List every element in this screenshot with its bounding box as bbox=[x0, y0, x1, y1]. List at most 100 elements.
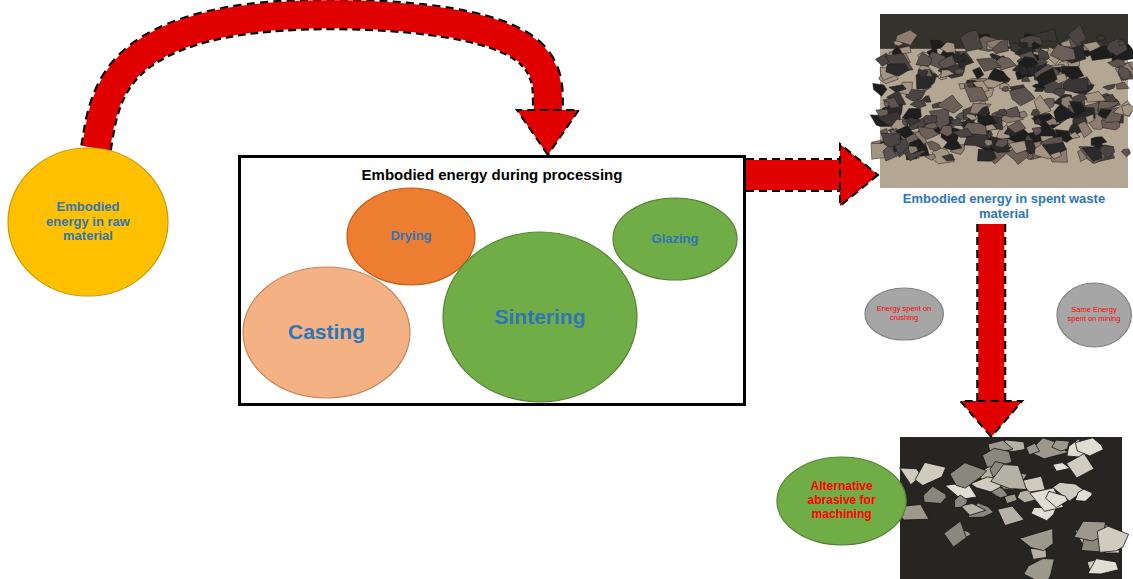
node-label: Drying bbox=[390, 229, 431, 244]
block-arrow bbox=[746, 144, 878, 206]
ellipse-fill bbox=[243, 267, 410, 398]
abrasive-photo bbox=[900, 437, 1122, 579]
abrasive-grain bbox=[923, 486, 946, 503]
text-area: Embodied energy in spent waste material bbox=[878, 190, 1130, 224]
node-label: Sintering bbox=[494, 305, 585, 329]
waste-shard bbox=[909, 139, 927, 154]
abrasive-grain bbox=[1026, 443, 1039, 455]
waste-shard bbox=[1050, 44, 1076, 61]
abrasive-grain bbox=[1088, 559, 1119, 574]
node-label: Embodied energy in raw material bbox=[40, 200, 136, 245]
waste-shard bbox=[978, 149, 997, 161]
arrow-outline bbox=[746, 158, 840, 192]
node-label: Energy spent on crushing bbox=[875, 305, 933, 322]
waste-shard bbox=[1108, 59, 1126, 68]
waste-shard bbox=[939, 126, 952, 137]
arrow-body bbox=[96, 14, 548, 148]
waste-shard bbox=[1082, 146, 1102, 161]
waste-shard bbox=[1050, 152, 1062, 159]
waste-shard bbox=[1007, 120, 1026, 132]
waste-shard bbox=[896, 30, 918, 45]
waste-shard bbox=[1118, 66, 1130, 81]
waste-shard bbox=[1069, 132, 1080, 139]
arrow-body bbox=[978, 224, 1004, 401]
node-label: Glazing bbox=[652, 232, 699, 247]
waste-shard bbox=[1107, 39, 1128, 56]
waste-shard bbox=[950, 118, 964, 126]
text-area: Casting bbox=[266, 287, 386, 379]
waste-shard bbox=[1022, 76, 1030, 82]
energy-note-ellipse: Energy spent on crushing bbox=[865, 288, 943, 340]
node-label: Casting bbox=[288, 320, 365, 344]
waste-shard bbox=[1069, 101, 1085, 116]
waste-shard bbox=[910, 99, 926, 108]
waste-shard bbox=[1098, 109, 1112, 118]
abrasive-grain bbox=[991, 487, 1008, 498]
waste-shard bbox=[966, 114, 977, 121]
waste-shard bbox=[973, 67, 984, 79]
waste-shard bbox=[1019, 66, 1029, 76]
waste-shard bbox=[1037, 68, 1057, 87]
arrow-head bbox=[517, 110, 579, 155]
waste-photo-panel: Embodied energy in spent waste material bbox=[878, 12, 1130, 224]
waste-shard bbox=[1083, 42, 1101, 52]
process-circle: Glazing bbox=[613, 198, 737, 280]
node-label: Same Energy spent on mining bbox=[1066, 306, 1121, 323]
raw-material-circle: Embodied energy in raw material bbox=[8, 148, 168, 296]
text-area: Sintering bbox=[470, 258, 610, 377]
waste-shard bbox=[1035, 87, 1045, 92]
waste-shard bbox=[937, 95, 963, 113]
waste-shard bbox=[906, 118, 921, 126]
ellipse-fill bbox=[347, 188, 475, 285]
waste-shard bbox=[992, 40, 1009, 54]
waste-shard bbox=[1032, 42, 1040, 48]
waste-shard bbox=[960, 30, 983, 51]
waste-shard bbox=[938, 55, 956, 69]
process-circle: Drying bbox=[347, 188, 475, 285]
waste-shard bbox=[927, 141, 941, 151]
block-arrow bbox=[960, 224, 1022, 437]
node-label: Alternative abrasive for machining bbox=[795, 480, 888, 521]
waste-shard bbox=[1019, 111, 1027, 118]
node-label: Embodied energy in spent waste material bbox=[878, 192, 1130, 222]
waste-shard bbox=[873, 83, 887, 96]
text-area: Drying bbox=[365, 203, 457, 271]
waste-shard bbox=[1009, 141, 1027, 154]
energy-note-ellipse: Same Energy spent on mining bbox=[1057, 283, 1131, 347]
abrasive-grain bbox=[1075, 489, 1092, 501]
arrow-head bbox=[960, 401, 1022, 437]
waste-shard bbox=[1019, 36, 1042, 49]
waste-shard bbox=[923, 116, 937, 125]
waste-shard bbox=[918, 127, 938, 140]
processing-box: Embodied energy during processingDrying G… bbox=[238, 155, 746, 406]
waste-shard bbox=[1092, 141, 1103, 148]
text-area: Glazing bbox=[630, 210, 719, 267]
waste-shard bbox=[1122, 104, 1133, 116]
waste-shard bbox=[1054, 88, 1065, 98]
waste-shard bbox=[996, 109, 1007, 116]
waste-shard bbox=[995, 138, 1008, 147]
arrow-outline bbox=[96, 14, 548, 148]
waste-shard bbox=[918, 69, 928, 77]
waste-shard bbox=[1002, 86, 1009, 91]
abrasive-grain bbox=[991, 465, 1027, 490]
waste-shard bbox=[886, 64, 909, 76]
abrasive-grain bbox=[955, 495, 968, 508]
abrasive-grain bbox=[1046, 491, 1068, 507]
waste-photo bbox=[880, 14, 1128, 188]
waste-shard bbox=[1009, 87, 1035, 106]
ellipse-fill bbox=[1057, 283, 1131, 347]
waste-shard bbox=[876, 109, 889, 117]
waste-shard bbox=[1078, 121, 1093, 138]
waste-shard bbox=[925, 154, 936, 160]
waste-shard bbox=[966, 81, 974, 87]
node-label: Embodied energy during processing bbox=[362, 166, 623, 183]
abrasive-grain bbox=[915, 462, 946, 485]
abrasive-grain bbox=[950, 463, 987, 488]
photo-ground bbox=[900, 437, 1122, 579]
waste-shard bbox=[955, 69, 965, 75]
ground bbox=[880, 14, 1128, 188]
waste-shard bbox=[1085, 91, 1106, 102]
text-area: Embodied energy in raw material bbox=[40, 170, 136, 274]
